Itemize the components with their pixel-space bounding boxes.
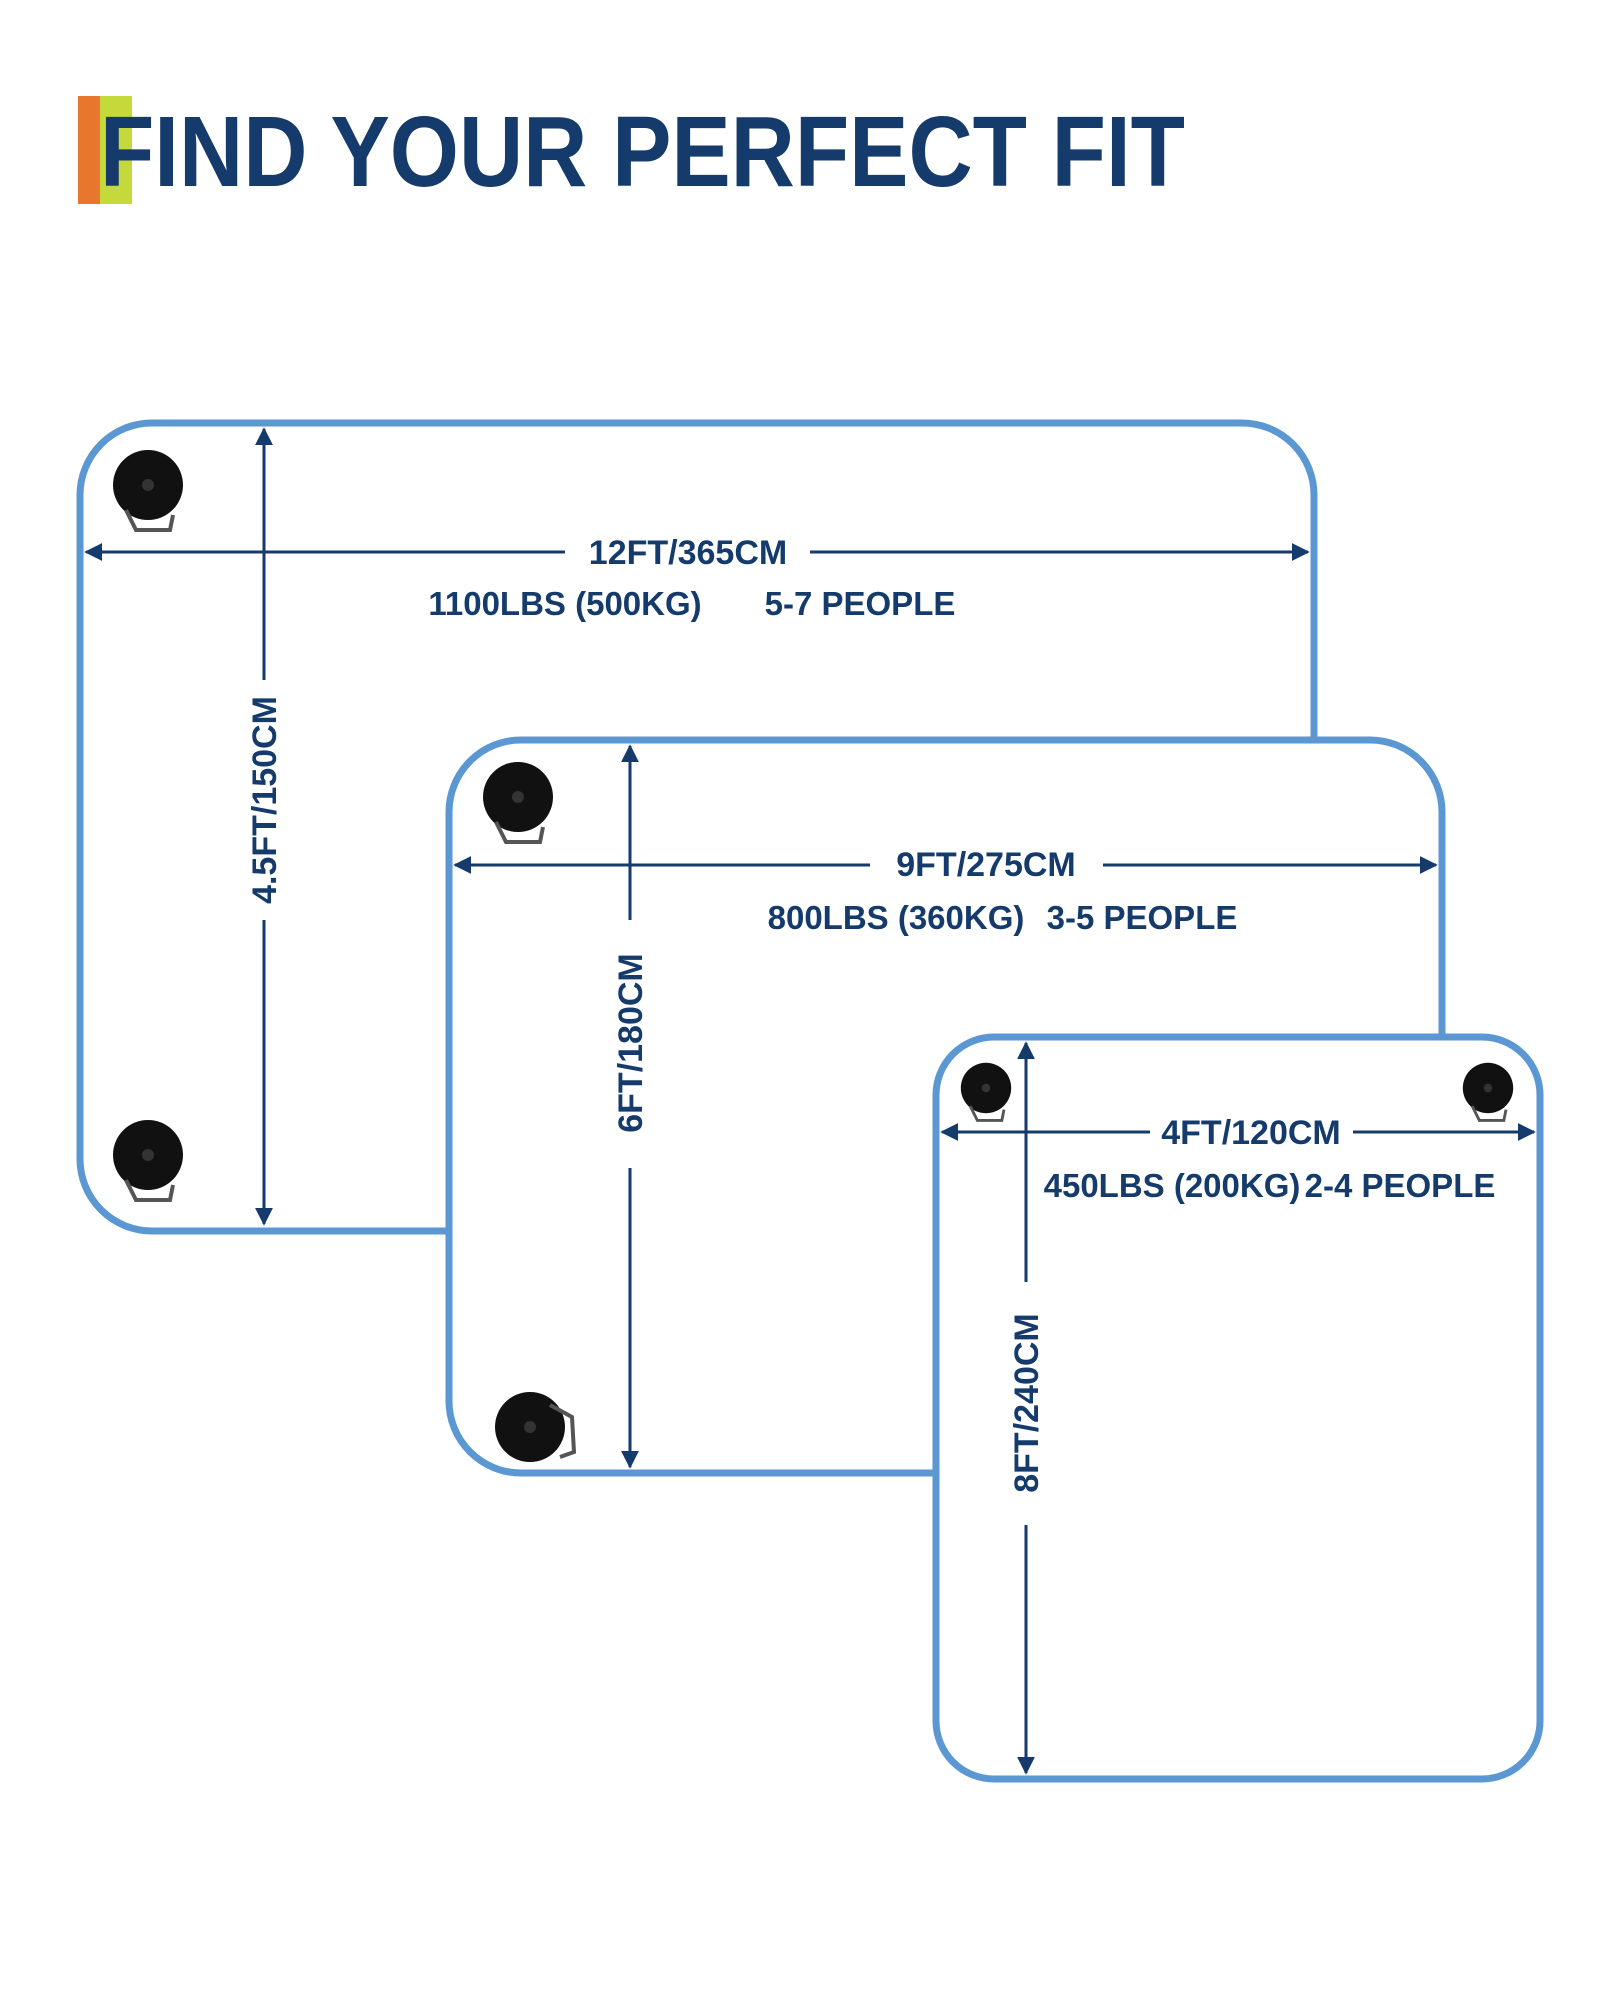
- mat-medium-capacity: 800LBS (360KG): [768, 899, 1025, 936]
- anchor-icon: [495, 1392, 577, 1462]
- mat-small-width: 8FT/240CM: [1008, 1313, 1046, 1493]
- mat-small-length: 4FT/120CM: [1161, 1114, 1341, 1152]
- page-title: FIND YOUR PERFECT FIT: [100, 96, 1185, 208]
- mat-large-capacity: 1100LBS (500KG): [428, 585, 701, 622]
- accent-bar-orange: [78, 96, 100, 204]
- accent-bar-green: [100, 96, 132, 204]
- mat-large-length: 12FT/365CM: [589, 534, 787, 572]
- header: FIND YOUR PERFECT FIT: [78, 96, 1185, 208]
- mat-small-outline: [932, 1033, 1544, 1783]
- mat-large-people: 5-7 PEOPLE: [765, 585, 956, 622]
- mat-small-people: 2-4 PEOPLE: [1305, 1167, 1496, 1204]
- mat-medium-people: 3-5 PEOPLE: [1047, 899, 1238, 936]
- mat-medium-length: 9FT/275CM: [896, 846, 1076, 884]
- mat-small: 4FT/120CM 450LBS (200KG) 2-4 PEOPLE 8FT/…: [932, 1033, 1544, 1783]
- mat-small-capacity: 450LBS (200KG): [1044, 1167, 1301, 1204]
- mat-medium-width: 6FT/180CM: [612, 953, 650, 1133]
- mat-large-width: 4.5FT/150CM: [246, 696, 284, 904]
